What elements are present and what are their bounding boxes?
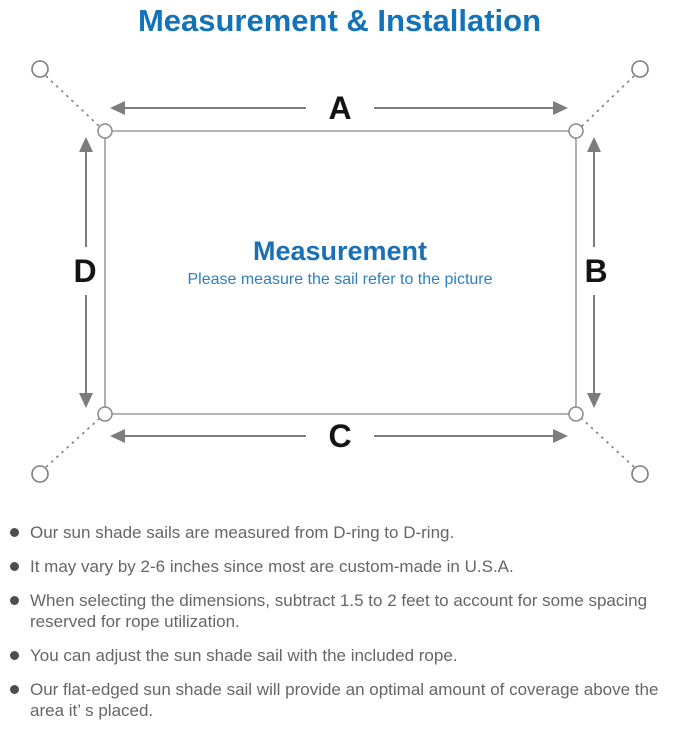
d-ring-icon-bottom-left (97, 406, 113, 422)
dimension-arrow-bottom (110, 429, 568, 443)
list-item: It may vary by 2-6 inches since most are… (10, 556, 673, 577)
note-text: Our sun shade sails are measured from D-… (30, 523, 455, 542)
bullet-icon (10, 685, 19, 694)
diagram-center-subtitle: Please measure the sail refer to the pic… (187, 271, 492, 288)
rope-dashed-line-top-right (579, 75, 635, 129)
dimension-label-d: D (73, 253, 96, 289)
rope-dashed-line-top-left (45, 75, 102, 129)
notes-list: Our sun shade sails are measured from D-… (0, 516, 679, 721)
anchor-point-circle-top-right (631, 60, 649, 78)
list-item: You can adjust the sun shade sail with t… (10, 645, 673, 666)
anchor-point-circle-bottom-right (631, 465, 649, 483)
rope-dashed-line-bottom-right (579, 416, 635, 468)
bullet-icon (10, 528, 19, 537)
rope-dashed-line-bottom-left (45, 416, 102, 468)
dimension-label-b: B (584, 253, 607, 289)
dimension-label-c: C (328, 418, 351, 454)
dimension-label-a: A (328, 90, 351, 126)
anchor-point-circle-top-left (31, 60, 49, 78)
note-text: It may vary by 2-6 inches since most are… (30, 557, 514, 576)
dimension-arrow-right (587, 137, 601, 408)
diagram-center-title: Measurement (253, 236, 427, 266)
list-item: Our flat-edged sun shade sail will provi… (10, 679, 673, 721)
note-text: You can adjust the sun shade sail with t… (30, 646, 458, 665)
d-ring-icon-bottom-right (568, 406, 584, 422)
anchor-point-circle-bottom-left (31, 465, 49, 483)
measurement-diagram: A C D B Measurement Please measure the s… (31, 60, 649, 483)
list-item: Our sun shade sails are measured from D-… (10, 522, 673, 543)
page-title: Measurement & Installation (137, 3, 542, 38)
note-text: Our flat-edged sun shade sail will provi… (30, 680, 659, 720)
list-item: When selecting the dimensions, subtract … (10, 590, 673, 632)
d-ring-icon-top-right (568, 123, 584, 139)
d-ring-icon-top-left (97, 123, 113, 139)
dimension-arrow-top (110, 101, 568, 115)
dimension-arrow-left (79, 137, 93, 408)
bullet-icon (10, 651, 19, 660)
note-text: When selecting the dimensions, subtract … (30, 591, 648, 631)
bullet-icon (10, 596, 19, 605)
bullet-icon (10, 562, 19, 571)
sail-outline (104, 130, 577, 415)
